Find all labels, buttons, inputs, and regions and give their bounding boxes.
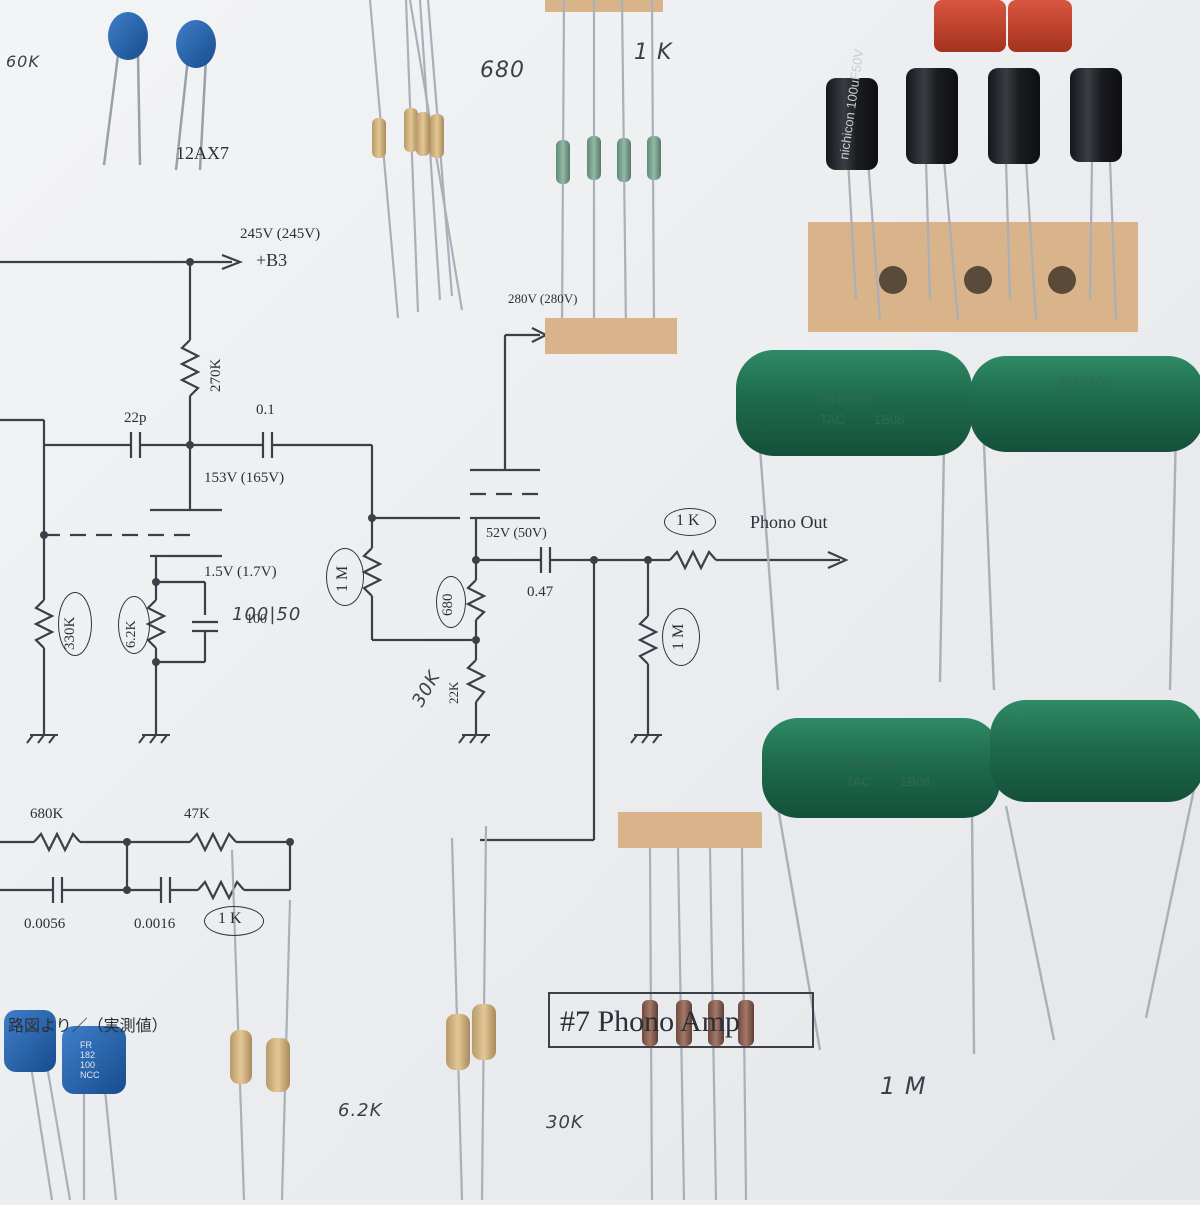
cap-0-0016-label: 0.0016 [134,916,176,932]
electrolytic-capacitors: nichicon 100uF50V [808,48,1138,332]
resistor-1k-out-label: 1 K [676,512,700,529]
cathode-voltage-label: 1.5V (1.7V) [204,564,277,580]
taped-resistors-top [545,0,677,354]
film-cap-marking-3: 684K400 [846,754,898,769]
schematic-wires [0,253,849,903]
tube-label: 12AX7 [176,143,229,163]
handwritten-6-2k: 6.2K [338,1100,383,1121]
ground-3 [458,734,490,744]
cap-100-label: 100 [246,612,267,627]
resistor-330k-oval [58,592,92,656]
ground-symbols [26,734,662,744]
plate-1-voltage-label: 153V (165V) [204,470,285,486]
film-cap-marking-2: 684K400 [1058,374,1110,389]
handwritten-30k-bottom: 30K [546,1112,584,1133]
resistor-22k-label: 22K [446,681,461,704]
blue-ceramic-capacitors [102,12,216,171]
handwritten-60k: 60K [6,52,40,71]
film-cap-tac-1: TAC [820,412,845,427]
resistor-680-label: 680 [440,593,456,617]
film-cap-code-1: 1B08 [874,412,904,427]
resistor-1k-eq-label: 1 K [218,910,242,927]
resistor-1k-out-oval [664,508,716,536]
handwritten-cap-value: 100|50 [232,604,302,625]
resistor-330k-label: 330K [62,616,78,650]
ground-2 [138,734,170,744]
blue-cap-line-3: 100 [80,1060,95,1070]
japanese-note-label: 路図より／（実測値） [8,1018,168,1035]
ground-1 [26,734,58,744]
junction-dots [40,258,652,894]
orange-film-capacitors [934,0,1072,52]
green-film-capacitors: 684K400 684K400 684K400 TAC 1B08 TAC 1B0… [736,350,1200,1055]
resistor-1m-out-label: 1 M [670,623,687,650]
resistor-680-oval [436,576,466,628]
film-cap-code-3: 1B08 [900,774,930,789]
blue-cap-line-4: NCC [80,1070,100,1080]
handwritten-1k: 1 K [634,40,673,65]
cap-22p-label: 22p [124,410,147,426]
blue-cap-line-1: FR [80,1040,92,1050]
resistor-47k-label: 47K [184,806,210,822]
resistor-1m-grid-oval [326,548,364,606]
handwritten-680: 680 [480,58,525,83]
phono-out-label: Phono Out [750,512,828,532]
resistor-6-2k-label: 6.2K [124,620,139,648]
plate-top-voltage-label: 280V (280V) [508,291,578,306]
b3-voltage-label: 245V (245V) [240,226,321,242]
resistor-6-2k-oval [118,596,150,654]
film-cap-tac-3: TAC [846,774,871,789]
resistor-680k-label: 680K [30,806,64,822]
resistor-1m-grid-label: 1 M [334,565,351,592]
handwritten-1m: 1 M [880,1072,927,1100]
schematic-title-box: #7 Phono Amp [548,992,814,1048]
resistor-1k-eq-oval [204,906,264,936]
ground-4 [630,734,662,744]
taped-resistors-bottom [618,812,762,1201]
tan-resistors-bottom [230,825,496,1201]
blue-box-capacitors: FR 182 100 NCC [4,1010,126,1201]
b3-supply-label: +B3 [256,250,288,270]
plate-2-voltage-label: 52V (50V) [486,526,547,541]
resistor-bodies-top [372,108,444,158]
cap-0-1-label: 0.1 [256,402,275,418]
film-cap-marking-1: 684K400 [820,392,872,407]
cap-0-0056-label: 0.0056 [24,916,66,932]
blue-cap-line-2: 182 [80,1050,95,1060]
resistor-1m-out-oval [662,608,700,666]
cap-0-47-label: 0.47 [527,584,554,600]
resistor-270k-label: 270K [208,358,224,392]
